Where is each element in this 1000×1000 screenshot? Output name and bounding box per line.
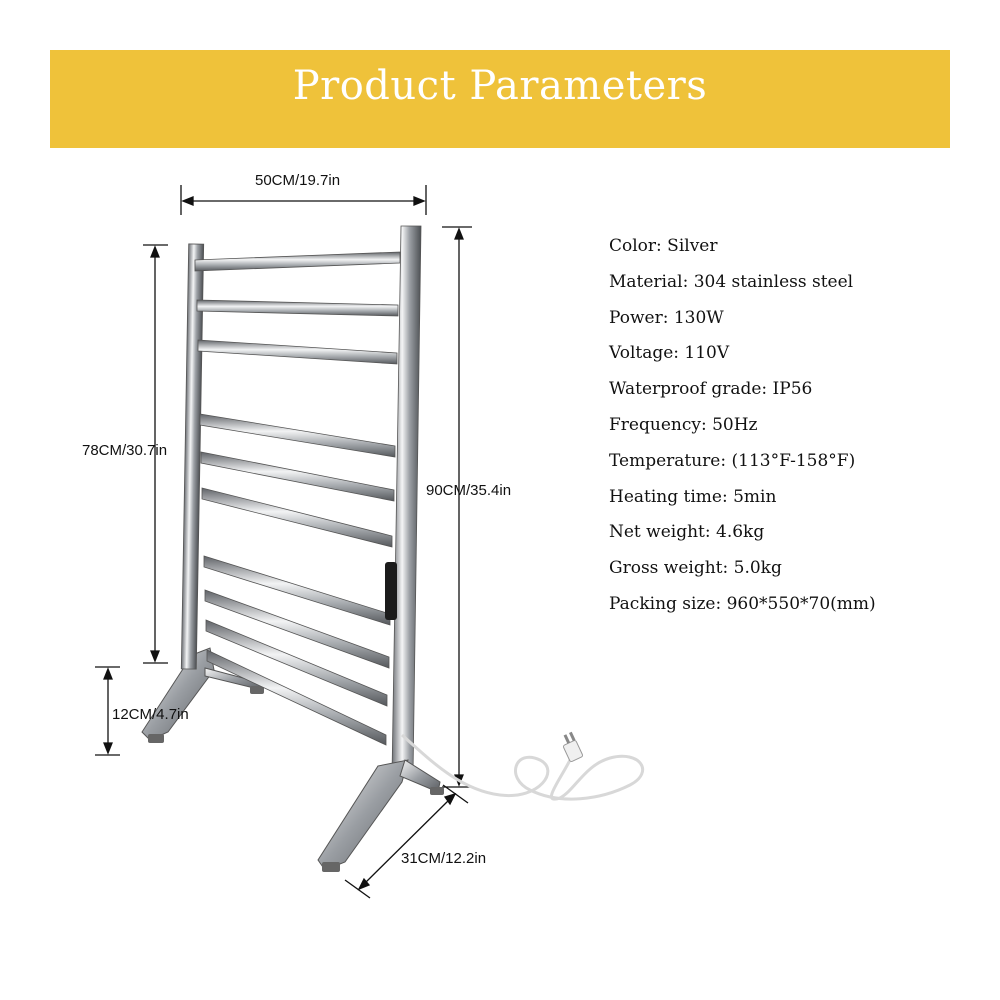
spec-net-weight: Net weight: 4.6kg [609, 522, 765, 543]
spec-heating-time: Heating time: 5min [609, 486, 777, 507]
plug-icon [563, 731, 583, 762]
frame-height-label: 78CM/30.7in [82, 442, 168, 459]
front-foot [317, 759, 444, 872]
spec-power: Power: 130W [609, 307, 724, 328]
spec-gross-weight: Gross weight: 5.0kg [609, 558, 782, 579]
back-foot [141, 647, 264, 743]
spec-frequency: Frequency: 50Hz [609, 414, 758, 435]
spec-waterproof: Waterproof grade: IP56 [609, 379, 813, 400]
width-label: 50CM/19.7in [255, 172, 341, 189]
page-title: Product Parameters [292, 63, 708, 109]
header-banner [50, 50, 950, 148]
spec-packing-size: Packing size: 960*550*70(mm) [609, 593, 876, 614]
dimension-lines [95, 185, 472, 899]
leg-height-label: 12CM/4.7in [112, 706, 189, 723]
spec-temperature: Temperature: (113°F-158°F) [609, 450, 856, 471]
power-switch [385, 562, 397, 620]
spec-list: Color: Silver Material: 304 stainless st… [609, 232, 876, 626]
total-height-label: 90CM/35.4in [426, 482, 512, 499]
spec-color: Color: Silver [609, 236, 718, 256]
spec-voltage: Voltage: 110V [609, 343, 730, 364]
rungs [194, 251, 401, 746]
depth-label: 31CM/12.2in [401, 850, 487, 867]
spec-material: Material: 304 stainless steel [609, 271, 854, 292]
power-cord [401, 733, 644, 801]
